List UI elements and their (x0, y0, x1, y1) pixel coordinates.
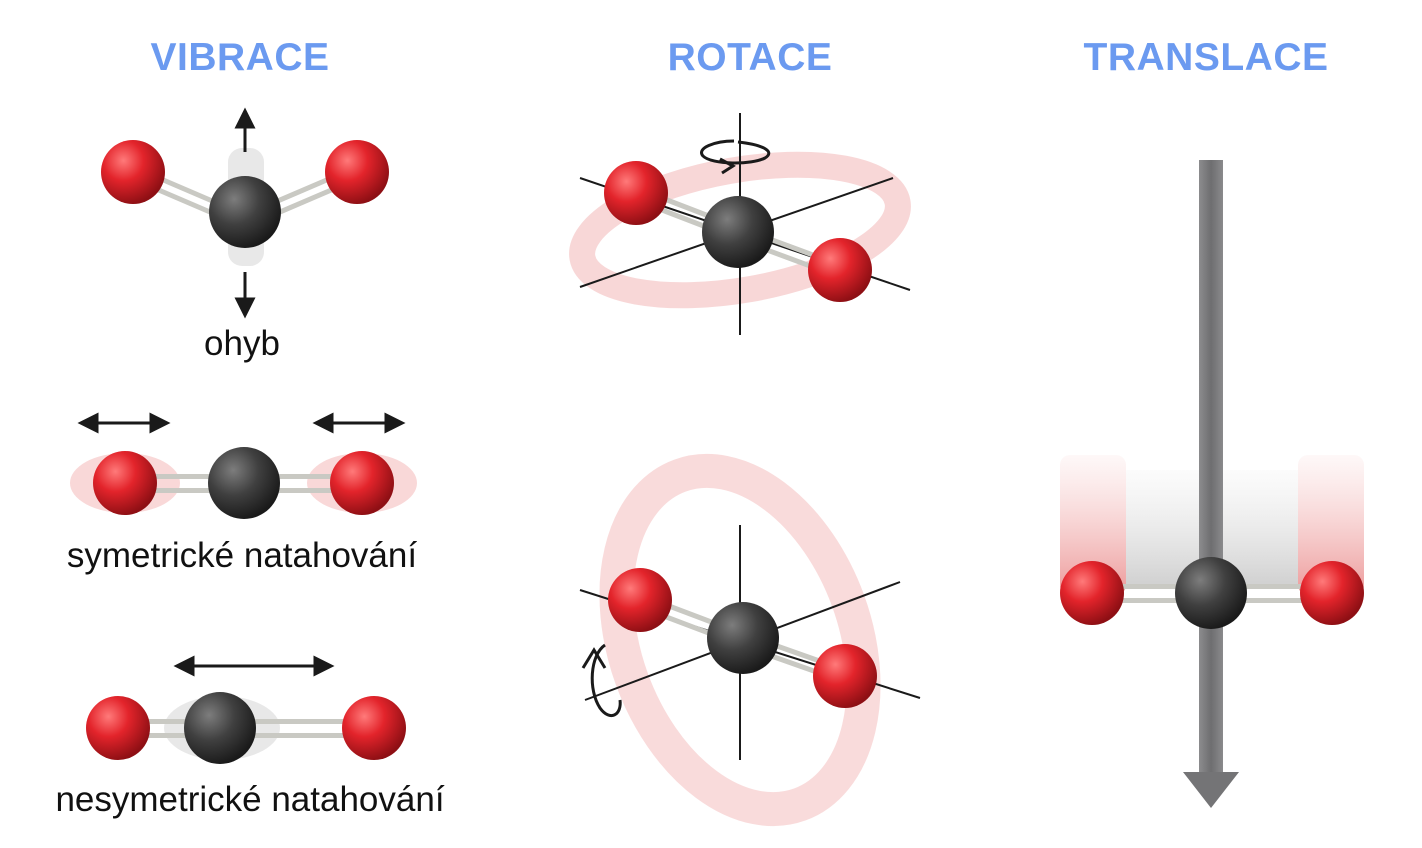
rot-bottom-carbon (707, 602, 779, 674)
trans-oxygen-left (1060, 561, 1124, 625)
label-asymmetric-stretch: nesymetrické natahování (55, 780, 445, 819)
trans-carbon (1175, 557, 1247, 629)
bend-carbon (209, 176, 281, 248)
translation-arrow-head (1183, 772, 1239, 808)
rot-bottom-oxygen-left (608, 568, 672, 632)
asym-oxygen-left (86, 696, 150, 760)
trans-blur-left (1060, 455, 1126, 595)
rot-top-oxygen-left (604, 161, 668, 225)
rot-top-oxygen-right (808, 238, 872, 302)
heading-rotation: ROTACE (667, 36, 833, 79)
heading-translation: TRANSLACE (1083, 36, 1329, 79)
rot-top-motion-ring (569, 151, 911, 309)
label-bend: ohyb (204, 324, 280, 363)
trans-blur-right (1298, 455, 1364, 595)
bend-oxygen-left (101, 140, 165, 204)
sym-oxygen-right (330, 451, 394, 515)
asym-carbon (184, 692, 256, 764)
symmetric-stretch-molecule (70, 412, 417, 519)
asymmetric-stretch-molecule (86, 655, 406, 764)
trans-oxygen-right (1300, 561, 1364, 625)
translation-molecule (1060, 160, 1364, 808)
rotation-top (569, 113, 911, 335)
translation-arrow-shaft (1199, 160, 1223, 777)
sym-oxygen-left (93, 451, 157, 515)
bend-oxygen-right (325, 140, 389, 204)
rot-top-rotation-arrow (700, 139, 771, 165)
bend-molecule (101, 107, 389, 319)
rot-top-carbon (702, 196, 774, 268)
rotation-bottom (579, 453, 921, 827)
heading-vibration: VIBRACE (150, 36, 330, 79)
rot-bottom-oxygen-right (813, 644, 877, 708)
asym-oxygen-right (342, 696, 406, 760)
sym-carbon (208, 447, 280, 519)
rot-bottom-rotation-arrow (590, 643, 622, 718)
label-symmetric-stretch: symetrické natahování (66, 536, 418, 575)
